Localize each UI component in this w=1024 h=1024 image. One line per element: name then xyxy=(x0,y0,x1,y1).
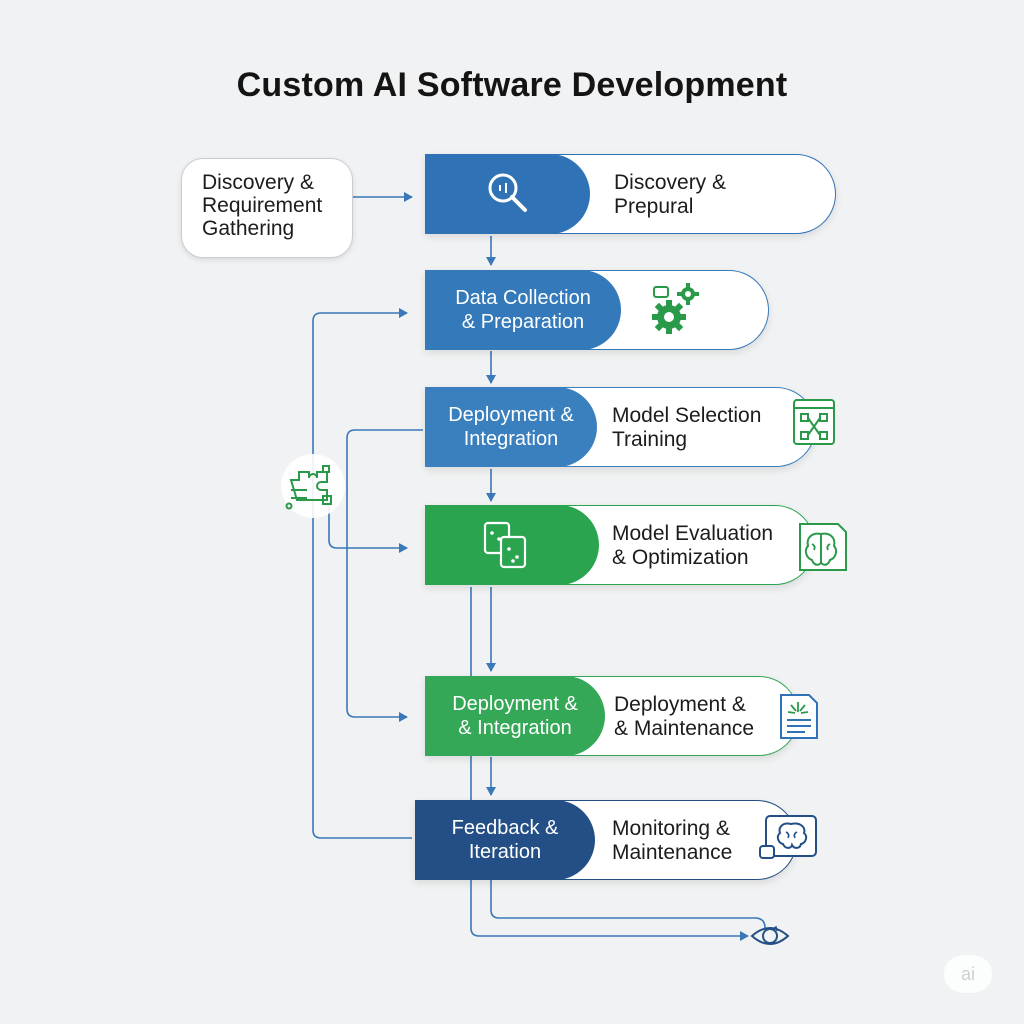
search-magnifier-icon xyxy=(488,173,527,212)
document-chart-icon xyxy=(780,694,818,739)
step-4-right: Model Evaluation & Optimization xyxy=(612,506,773,586)
watermark-badge: ai xyxy=(944,955,992,993)
step-4-right-line1: Model Evaluation xyxy=(612,522,774,545)
step-2-pill: Data Collection & Preparation xyxy=(425,270,621,350)
step-2: Data Collection & Preparation xyxy=(425,270,769,350)
step-6-pill-line2: Iteration xyxy=(468,841,542,863)
step-1-right-line1: Discovery & xyxy=(614,171,727,194)
step-5-pill-line2: & Integration xyxy=(458,717,572,739)
line-bottom-inner xyxy=(490,880,766,929)
step-2-pill-line2: & Preparation xyxy=(461,311,585,333)
step-5-pill-line1: Deployment & xyxy=(452,693,578,715)
monitor-brain-icon xyxy=(759,815,817,859)
step-3-right: Model Selection Training xyxy=(612,388,761,468)
step-1-right: Discovery & Prepural xyxy=(614,155,726,235)
loop-outer xyxy=(312,308,412,839)
step-6-right-line2: Maintenance xyxy=(612,841,733,864)
page-title: Custom AI Software Development xyxy=(236,66,788,104)
step-6-right: Monitoring & Maintenance xyxy=(612,801,732,881)
step-4-pill xyxy=(425,505,599,585)
model-diagram-icon xyxy=(793,399,835,445)
step-1: Discovery & Prepural xyxy=(425,154,836,234)
step-6-pill-line1: Feedback & xyxy=(451,817,559,839)
brain-icon xyxy=(799,523,847,571)
documents-icon xyxy=(483,521,527,569)
loop-inner xyxy=(346,429,423,722)
step-5-right-line1: Deployment & xyxy=(614,693,746,716)
step-3-pill-line2: Integration xyxy=(463,428,559,450)
step-3-pill-line1: Deployment & xyxy=(448,404,574,426)
step-6-pill: Feedback & Iteration xyxy=(415,800,595,880)
step-3-right-line2: Training xyxy=(612,428,688,451)
step-2-pill-line1: Data Collection xyxy=(455,287,591,309)
start-box-discovery: Discovery & Requirement Gathering xyxy=(181,158,353,258)
step-5: Deployment & & Integration Deployment & … xyxy=(425,676,799,756)
step-6-right-line1: Monitoring & xyxy=(612,817,730,840)
step-1-right-line2: Prepural xyxy=(614,195,694,218)
step-4: Model Evaluation & Optimization xyxy=(425,505,815,585)
step-3: Deployment & Integration Model Selection… xyxy=(425,387,816,467)
loop-side-icon xyxy=(328,500,408,553)
step-5-right: Deployment & & Maintenance xyxy=(614,677,754,757)
puzzle-circuit-icon xyxy=(281,454,345,518)
step-3-right-line1: Model Selection xyxy=(612,404,762,427)
step-5-right-line2: & Maintenance xyxy=(614,717,755,740)
start-box-line1: Discovery & xyxy=(202,171,315,194)
step-5-pill: Deployment & & Integration xyxy=(425,676,605,756)
step-1-pill xyxy=(425,154,590,234)
step-4-right-line2: & Optimization xyxy=(612,546,749,569)
start-box-line2: Requirement xyxy=(202,194,323,217)
step-3-pill: Deployment & Integration xyxy=(425,387,597,467)
refresh-cycle-icon xyxy=(750,925,790,945)
gears-icon xyxy=(652,283,699,334)
start-box-line3: Gathering xyxy=(202,217,295,240)
step-6: Feedback & Iteration Monitoring & Mainte… xyxy=(415,800,797,880)
line-bottom-outer xyxy=(470,880,749,941)
